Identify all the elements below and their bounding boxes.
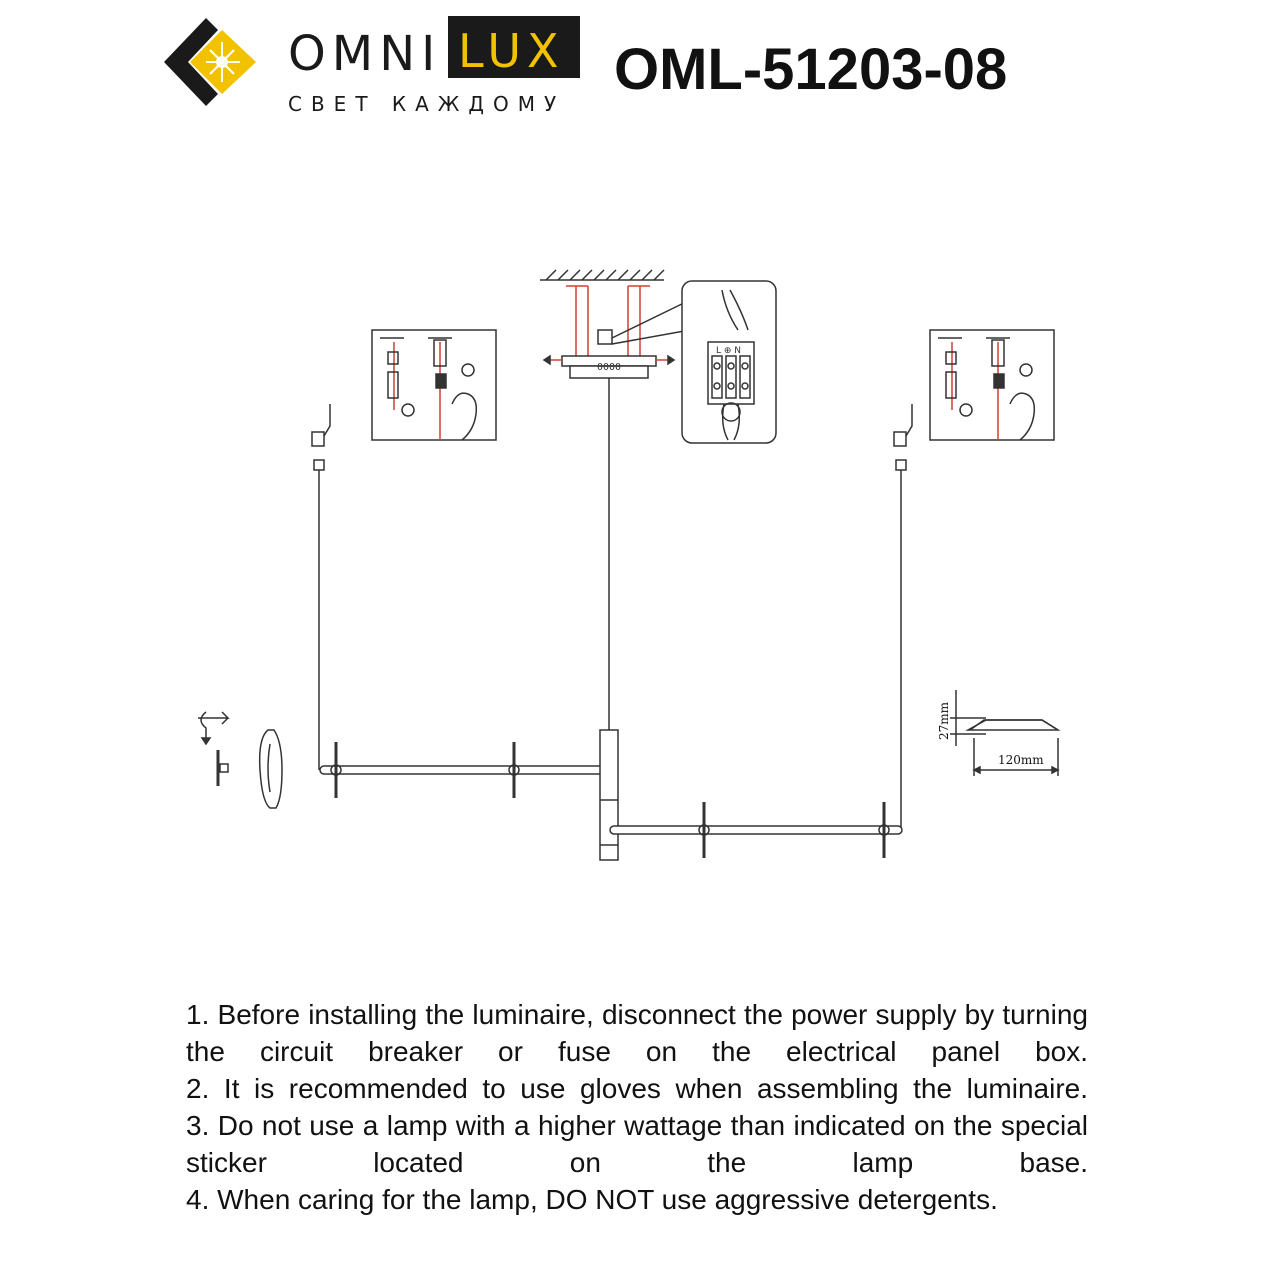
wiring-detail	[681, 280, 777, 444]
instruction-item: 2. It is recommended to use gloves when …	[186, 1073, 1088, 1104]
mounting-bracket	[566, 285, 650, 356]
central-body	[599, 729, 619, 861]
brand-omni-text: OMNI	[288, 26, 442, 82]
dimension-height: 27mm	[937, 701, 951, 740]
lower-arm	[609, 802, 903, 858]
right-anchor-detail	[929, 329, 1055, 441]
right-suspension	[893, 404, 913, 830]
dimension-detail	[950, 690, 1061, 776]
instructions-list: 1. Before installing the luminaire, disc…	[186, 996, 1088, 1218]
canopy-label: 0000	[597, 362, 621, 373]
left-anchor-detail	[371, 329, 497, 441]
instruction-item: 3. Do not use a lamp with a higher watta…	[186, 1110, 1088, 1178]
instruction-item: 4. When caring for the lamp, DO NOT use …	[186, 1184, 998, 1215]
upper-arm	[319, 742, 611, 798]
dimension-width: 120mm	[998, 753, 1044, 767]
brand-logo: OMNI LUX СВЕТ КАЖДОМУ	[160, 12, 600, 122]
brand-lux-text: LUX	[458, 24, 565, 78]
ceiling-hatch	[540, 269, 665, 281]
brand-lux-box	[448, 16, 580, 78]
instruction-item: 1. Before installing the luminaire, disc…	[186, 999, 1088, 1067]
left-suspension	[311, 404, 331, 770]
logo-diamond-icon	[164, 18, 256, 106]
installation-diagram: 0000 L ⊕ N	[198, 269, 1061, 861]
model-number: OML-51203-08	[614, 37, 1008, 102]
brand-tagline: СВЕТ КАЖДОМУ	[288, 92, 566, 116]
terminal-labels: L ⊕ N	[716, 346, 741, 356]
lamp-install-detail	[198, 711, 283, 809]
